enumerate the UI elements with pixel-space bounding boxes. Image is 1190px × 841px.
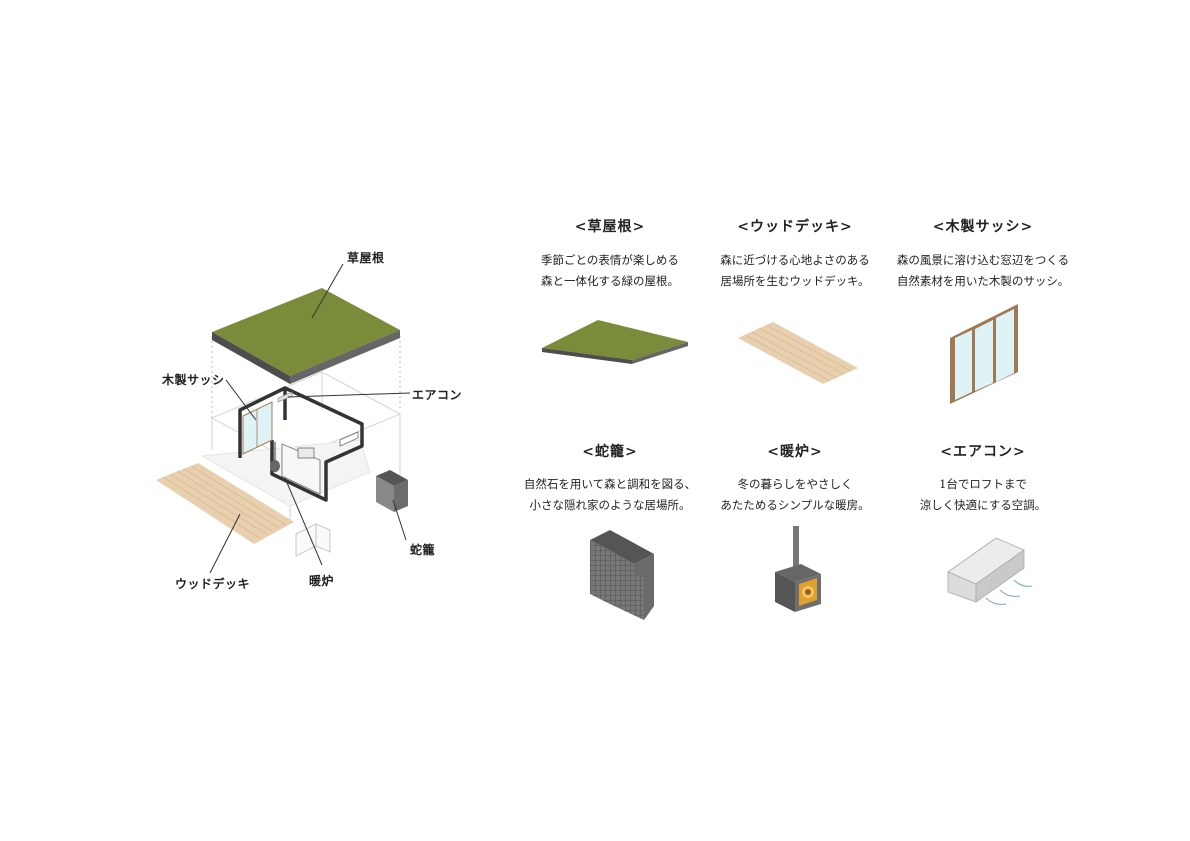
legend-desc-stove-line2: あたためるシンプルな暖房。	[720, 498, 870, 512]
legend-desc-roof: 季節ごとの表情が楽しめる 森と一体化する緑の屋根。	[510, 250, 710, 292]
legend-desc-sash-line1: 森の風景に溶け込む窓辺をつくる	[896, 253, 1070, 267]
legend-desc-deck-line1: 森に近づける心地よさのある	[720, 253, 870, 267]
legend-desc-aircon-line1: 1台でロフトまで	[939, 477, 1027, 491]
callout-sash: 木製サッシ	[162, 373, 225, 387]
callout-stove: 暖炉	[309, 574, 335, 588]
legend-desc-roof-line1: 季節ごとの表情が楽しめる	[541, 253, 679, 267]
legend-stove-icon	[775, 526, 821, 612]
legend-desc-aircon-line2: 涼しく快適にする空調。	[919, 498, 1047, 512]
exterior-walls	[238, 386, 364, 502]
house-aircon	[277, 391, 293, 403]
wood-deck	[156, 463, 294, 544]
legend-desc-stove-line1: 冬の暮らしをやさしく	[737, 477, 853, 491]
legend-desc-aircon: 1台でロフトまで 涼しく快適にする空調。	[883, 474, 1083, 516]
callout-aircon: エアコン	[412, 388, 463, 402]
legend-roof-icon	[542, 320, 688, 364]
legend-gabion-icon	[590, 530, 654, 620]
legend-title-aircon: <エアコン>	[940, 444, 1026, 460]
leader-lines	[209, 263, 411, 574]
legend-title-stove: <暖炉>	[767, 444, 823, 460]
legend-desc-sash: 森の風景に溶け込む窓辺をつくる 自然素材を用いた木製のサッシ。	[883, 250, 1083, 292]
legend-desc-snake-cage-line2: 小さな隠れ家のような居場所。	[529, 498, 691, 512]
legend-title-sash: <木製サッシ>	[932, 219, 1034, 235]
legend-desc-snake-cage-line1: 自然石を用いて森と調和を図る、	[523, 477, 697, 491]
roof-slab	[212, 288, 400, 384]
legend-desc-snake-cage: 自然石を用いて森と調和を図る、 小さな隠れ家のような居場所。	[510, 474, 710, 516]
legend-aircon-icon	[947, 537, 1033, 605]
legend-desc-sash-line2: 自然素材を用いた木製のサッシ。	[896, 274, 1070, 288]
legend-title-snake-cage: <蛇籠>	[582, 444, 638, 460]
house-interior	[281, 431, 359, 495]
callout-snake-cage: 蛇籠	[410, 543, 436, 557]
outdoor-bench	[295, 523, 331, 557]
house-stove	[270, 442, 280, 472]
house-gabion	[376, 470, 408, 512]
house-sash	[242, 401, 273, 455]
legend-desc-stove: 冬の暮らしをやさしく あたためるシンプルな暖房。	[695, 474, 895, 516]
callout-roof: 草屋根	[347, 251, 385, 265]
legend-desc-roof-line2: 森と一体化する緑の屋根。	[541, 274, 679, 288]
legend-sash-icon	[950, 304, 1018, 404]
legend-desc-deck: 森に近づける心地よさのある 居場所を生むウッドデッキ。	[695, 250, 895, 292]
legend-desc-deck-line2: 居場所を生むウッドデッキ。	[720, 274, 870, 288]
projection-lines	[211, 336, 401, 418]
legend-deck-icon	[738, 322, 858, 384]
callout-deck: ウッドデッキ	[175, 577, 251, 591]
legend-title-roof: <草屋根>	[574, 219, 646, 235]
legend-title-deck: <ウッドデッキ>	[737, 219, 853, 235]
